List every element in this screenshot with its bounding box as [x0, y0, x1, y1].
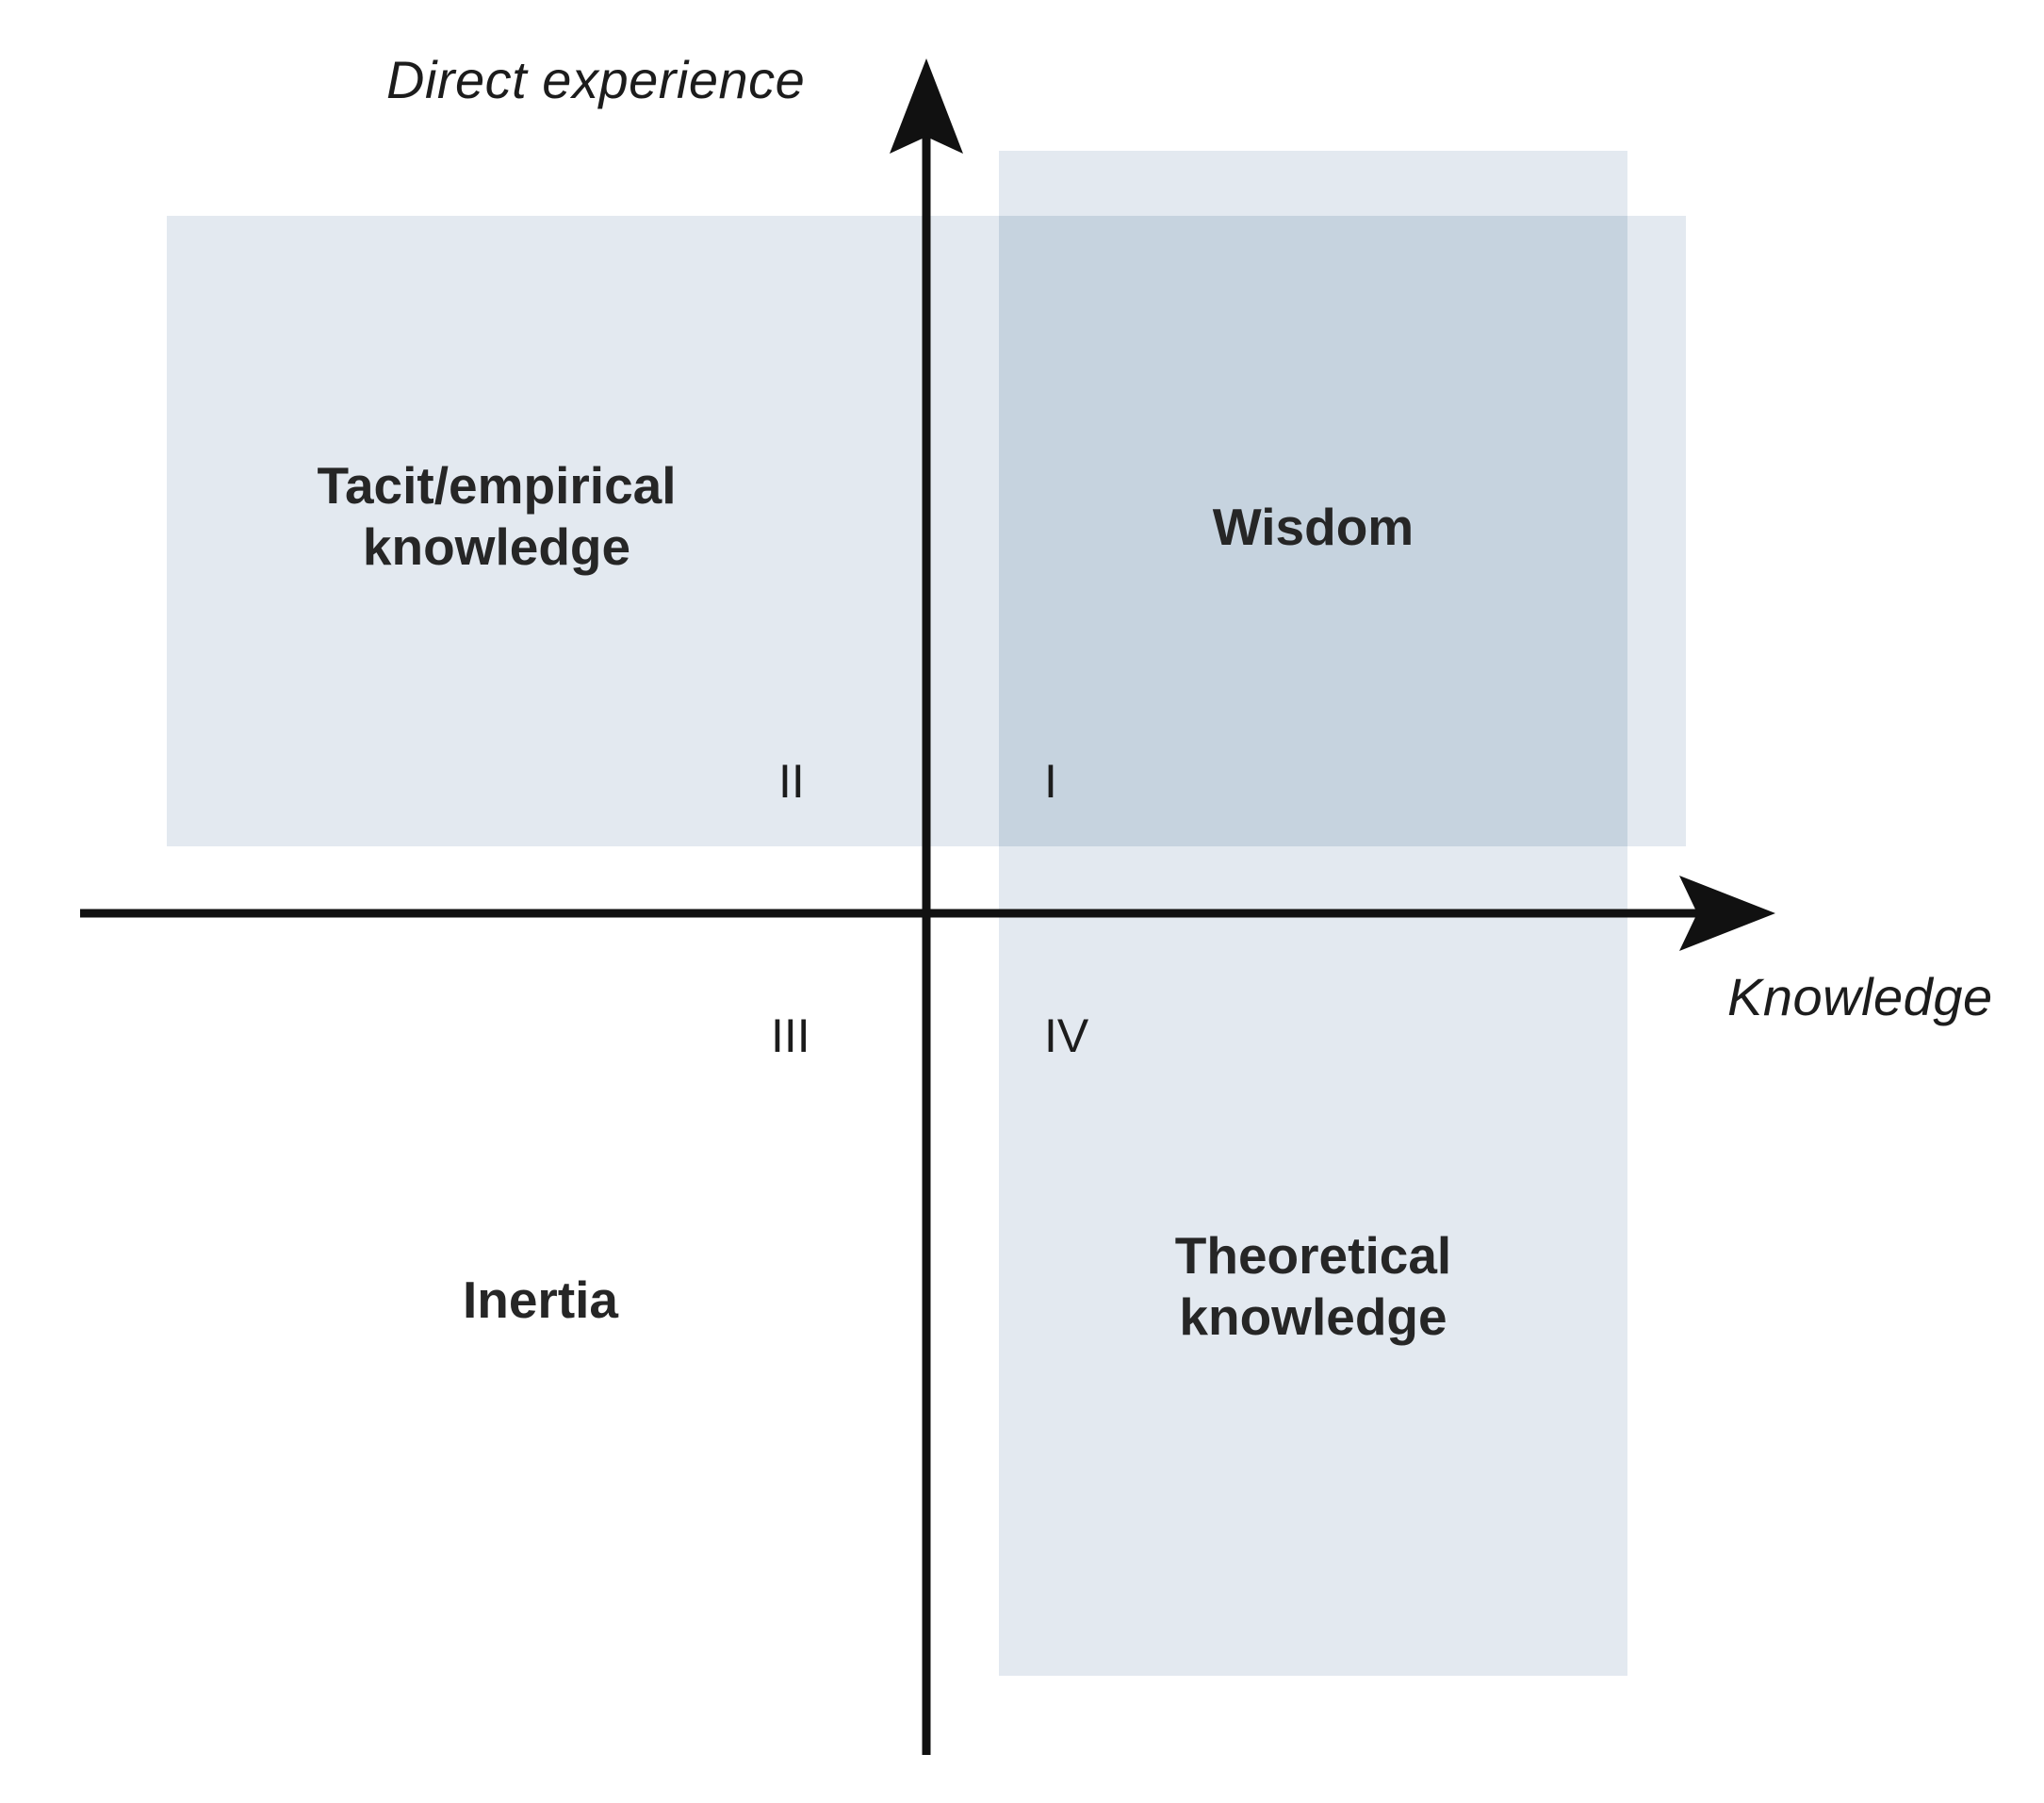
quadrant-numeral-ii: II	[778, 755, 805, 808]
quadrant-numeral-i: I	[1044, 755, 1057, 808]
y-axis-arrowhead-icon	[890, 58, 963, 154]
quadrant-numeral-iv: IV	[1044, 1009, 1089, 1062]
quadrant-title-tacit-empirical-knowledge: Tacit/empirical knowledge	[317, 456, 677, 576]
quadrant-title-inertia: Inertia	[462, 1270, 619, 1329]
quadrant-title-theoretical-knowledge: Theoretical knowledge	[1174, 1226, 1452, 1346]
x-axis-arrowhead-icon	[1679, 876, 1775, 951]
quadrant-title-wisdom: Wisdom	[1212, 498, 1414, 556]
shaded-overlap-wisdom	[999, 216, 1627, 846]
quadrant-numeral-iii: III	[771, 1009, 810, 1062]
x-axis-label: Knowledge	[1727, 967, 1993, 1026]
y-axis-label: Direct experience	[386, 50, 806, 109]
